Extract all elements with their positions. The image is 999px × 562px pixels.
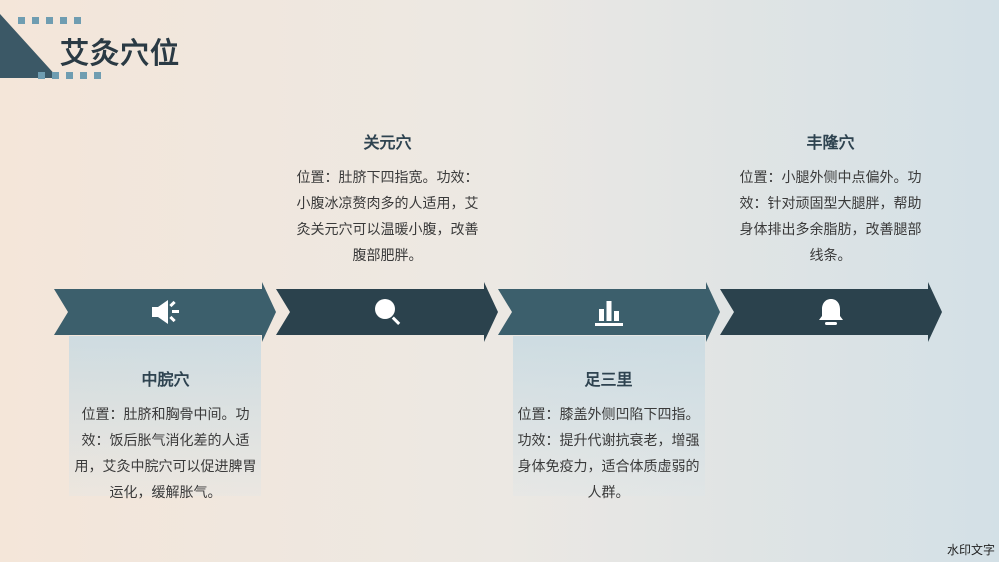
page-title: 艾灸穴位 xyxy=(60,36,181,70)
point-desc: 位置：肚脐下四指宽。功效：小腹冰凉赘肉多的人适用，艾灸关元穴可以温暖小腹，改善腹… xyxy=(296,170,479,264)
search-icon xyxy=(370,295,404,329)
bar-chart-icon xyxy=(592,295,626,329)
point-block-3: 足三里 位置：膝盖外侧凹陷下四指。功效：提升代谢抗衰老，增强身体免疫力，适合体质… xyxy=(511,366,706,506)
point-desc: 位置：肚脐和胸骨中间。功效：饭后胀气消化差的人适用，艾灸中脘穴可以促进脾胃运化，… xyxy=(74,407,257,501)
timeline-arrow-3 xyxy=(498,282,720,342)
panel-1 xyxy=(69,336,261,496)
point-desc: 位置：小腿外侧中点偏外。功效：针对顽固型大腿胖，帮助身体排出多余脂肪，改善腿部线… xyxy=(739,170,922,264)
point-desc: 位置：膝盖外侧凹陷下四指。功效：提升代谢抗衰老，增强身体免疫力，适合体质虚弱的人… xyxy=(517,407,700,501)
timeline-arrow-4 xyxy=(720,282,942,342)
point-name: 关元穴 xyxy=(363,133,412,152)
panel-3 xyxy=(513,336,705,496)
point-name: 丰隆穴 xyxy=(806,133,855,152)
point-name: 中脘穴 xyxy=(141,370,190,389)
point-block-4: 丰隆穴 位置：小腿外侧中点偏外。功效：针对顽固型大腿胖，帮助身体排出多余脂肪，改… xyxy=(733,129,928,269)
corner-triangle xyxy=(0,14,58,78)
point-name: 足三里 xyxy=(584,370,633,389)
timeline-arrow-2 xyxy=(276,282,498,342)
watermark-text: 水印文字 xyxy=(946,543,995,557)
bell-icon xyxy=(814,295,848,329)
point-block-1: 中脘穴 位置：肚脐和胸骨中间。功效：饭后胀气消化差的人适用，艾灸中脘穴可以促进脾… xyxy=(68,366,263,506)
point-block-2: 关元穴 位置：肚脐下四指宽。功效：小腹冰凉赘肉多的人适用，艾灸关元穴可以温暖小腹… xyxy=(290,129,485,269)
timeline-arrow-1 xyxy=(54,282,276,342)
megaphone-icon xyxy=(148,295,182,329)
